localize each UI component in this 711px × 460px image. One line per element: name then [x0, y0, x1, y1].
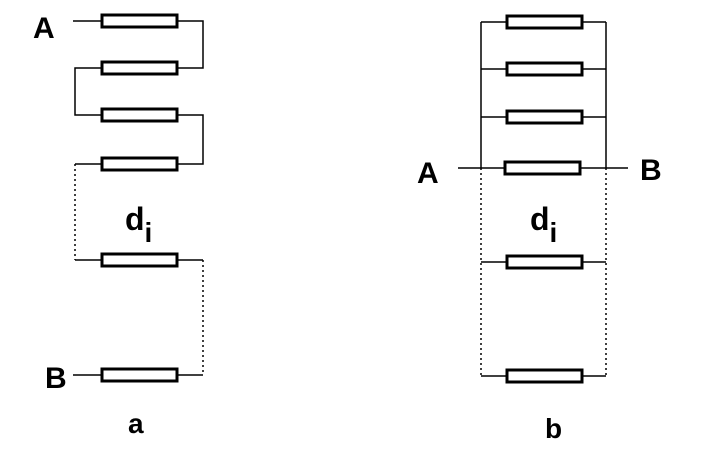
- diagram-a-resistor-n: [100, 367, 179, 383]
- diagram-b-resistor-3: [505, 109, 584, 125]
- diagram-b-terminal-a: A: [417, 157, 439, 190]
- diagram-b-caption: b: [545, 413, 562, 444]
- diagram-a-connector-1: [177, 20, 204, 69]
- diagram-a-resistor-3: [100, 107, 179, 123]
- diagram-b-resistor-i: [505, 254, 584, 270]
- diagram-a-resistor-4: [100, 156, 179, 172]
- diagram-a-terminal-a: A: [33, 12, 55, 45]
- diagram-b-resistor-1: [505, 14, 584, 30]
- diagram-a-connector-2: [74, 67, 102, 116]
- diagram-a-series: A B di a: [33, 12, 204, 439]
- diagram-a-resistor-2: [100, 60, 179, 76]
- diagram-a-connector-3: [177, 114, 204, 165]
- diagram-b-terminal-b: B: [640, 154, 662, 187]
- diagram-b-parallel: A B di b: [417, 14, 662, 444]
- diagram-b-element-label-main: d: [530, 201, 550, 237]
- diagram-a-resistor-i: [100, 252, 179, 268]
- diagram-a-element-label-main: d: [125, 201, 145, 237]
- diagram-a-terminal-b: B: [45, 362, 67, 395]
- diagram-b-resistor-4: [503, 160, 582, 176]
- diagram-a-resistor-1: [100, 13, 179, 29]
- diagram-b-element-label-sub: i: [550, 217, 558, 248]
- diagram-b-element-label: di: [530, 201, 557, 248]
- diagram-a-caption: a: [128, 408, 144, 439]
- diagram-a-element-label: di: [125, 201, 152, 248]
- diagram-a-element-label-sub: i: [145, 217, 153, 248]
- diagram-b-resistor-n: [505, 368, 584, 384]
- diagram-b-resistor-2: [505, 61, 584, 77]
